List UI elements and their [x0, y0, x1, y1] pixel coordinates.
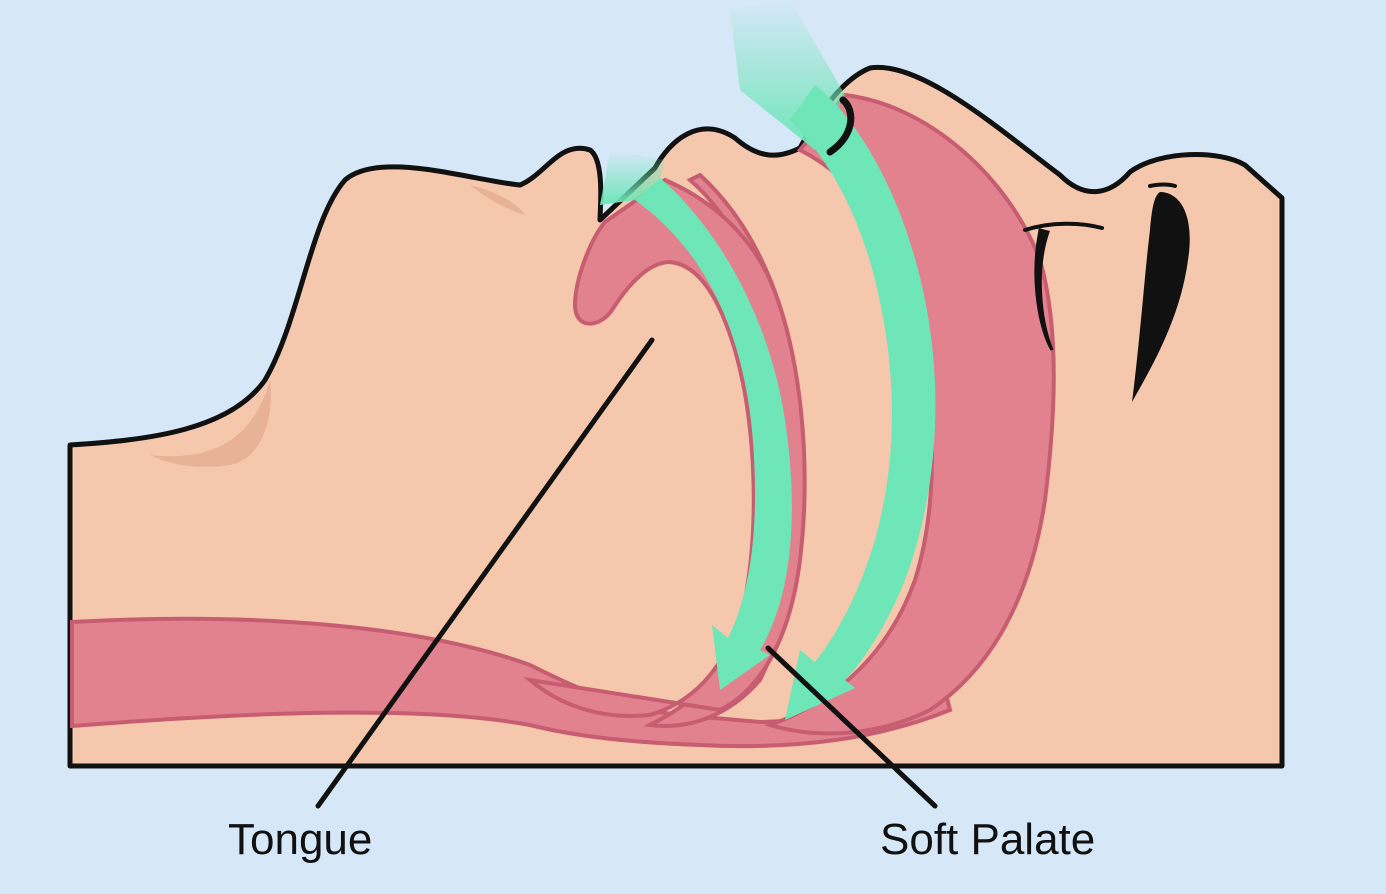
trachea [70, 616, 953, 749]
lip-shadow [470, 185, 525, 215]
tongue-label: Tongue [228, 815, 373, 864]
closed-eye-icon [1023, 221, 1104, 351]
nostril-icon [826, 96, 855, 156]
ear-top [1148, 182, 1177, 188]
nose-airflow [785, 85, 936, 720]
ear-shape [1132, 192, 1190, 402]
nose-airflow-fade [730, 0, 845, 150]
soft-palate-leader-line [765, 645, 938, 809]
chin-shadow [150, 380, 271, 467]
mouth-airflow [635, 178, 792, 690]
mouth-airflow-fade [600, 150, 665, 205]
tongue-leader-line [315, 337, 655, 809]
soft-palate-label: Soft Palate [880, 815, 1096, 864]
